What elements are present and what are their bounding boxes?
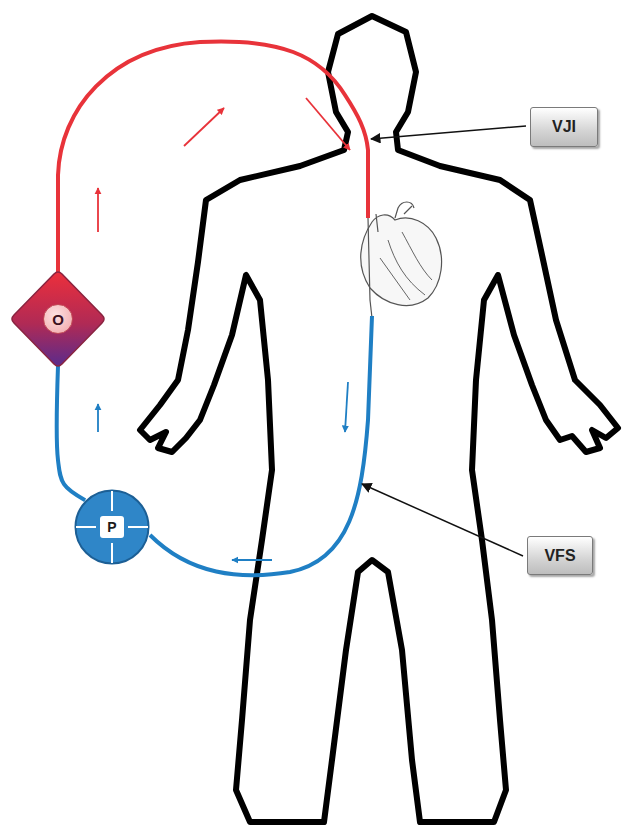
blood-line <box>57 366 85 500</box>
arterial-return-line <box>58 41 368 272</box>
oxygenator-badge: O <box>43 304 73 334</box>
oxygenator-diamond: O <box>10 270 106 368</box>
venous-drainage-line <box>150 316 372 575</box>
body-outline <box>140 16 618 822</box>
vessel-label: VJI <box>530 107 598 147</box>
vessel-label: VFS <box>527 536 593 575</box>
vessel-name: VFS <box>544 547 575 565</box>
flow-arrows <box>98 98 350 560</box>
leader-line <box>371 126 526 139</box>
leader-line <box>362 484 523 556</box>
vessel-name: VJI <box>552 118 576 136</box>
pump-badge: P <box>100 516 124 538</box>
heart-illustration <box>361 202 442 318</box>
device-letter: P <box>107 519 116 535</box>
pump-circle: P <box>74 489 150 565</box>
device-letter: O <box>52 311 64 328</box>
